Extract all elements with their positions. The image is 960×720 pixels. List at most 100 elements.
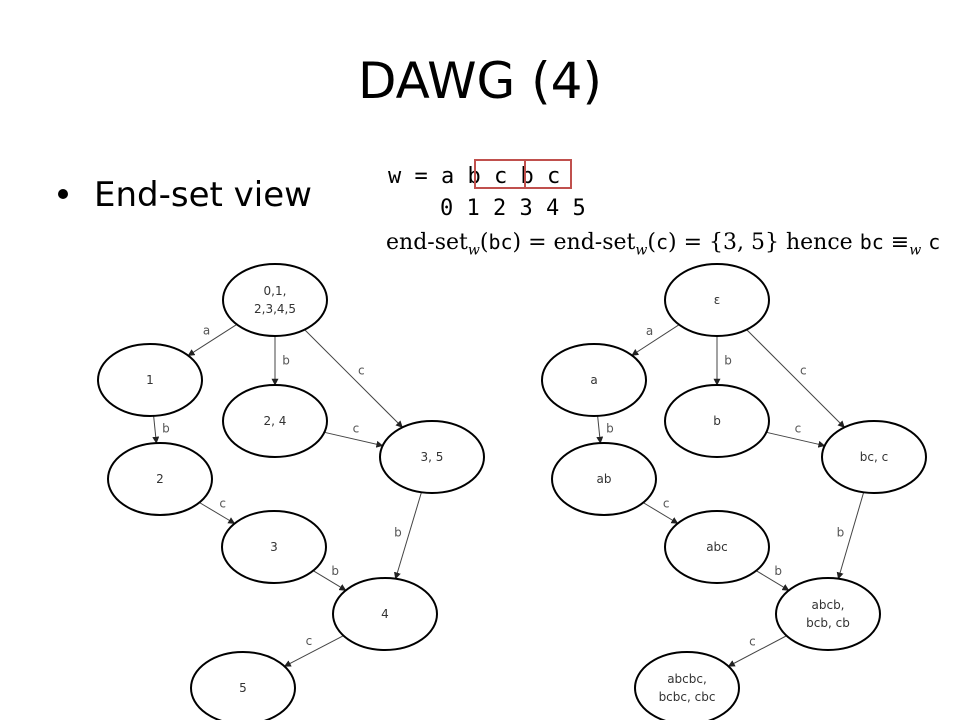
endset-edge-label-L3-L4: b (331, 564, 339, 578)
endset-edge-L35-L4 (394, 492, 422, 580)
substring-node-R3: bc, c (821, 420, 927, 494)
substring-node-label: b (713, 414, 721, 428)
substring-edge-R0-R1 (631, 324, 680, 356)
substring-edge-R2-R3 (766, 431, 826, 448)
substring-edge-R4-R5 (642, 502, 679, 524)
substring-edge-R5-R6 (755, 570, 790, 591)
endset-node-shape (332, 577, 438, 651)
endset-node-shape (190, 651, 296, 720)
endset-node-shape (222, 384, 328, 458)
endset-node-L0: 0,1, 2,3,4,5 (222, 263, 328, 337)
eq-result: ) = {3, 5} hence (668, 230, 860, 255)
substring-edge-label-R4-R5: c (663, 497, 670, 511)
endset-edge-label-L1-L2: b (162, 421, 170, 435)
endset-node-label: 5 (239, 681, 247, 695)
endset-node-label: 3 (270, 540, 278, 554)
eq-arg-bc: bc (488, 230, 513, 254)
substring-node-R4: ab (551, 442, 657, 516)
endset-node-shape (379, 420, 485, 494)
endset-edge-L1-L2 (152, 415, 160, 444)
endset-node-label: 0,1, (264, 284, 287, 298)
substring-edge-label-R6-R7: c (749, 634, 756, 648)
endset-edge-label-L24-L35: c (353, 421, 360, 435)
endset-equation: end-setw(bc) = end-setw(c) = {3, 5} henc… (386, 230, 941, 259)
substring-edge-label-R0-R3: c (800, 364, 807, 378)
substring-node-shape (821, 420, 927, 494)
substring-node-shape (775, 577, 881, 651)
endset-edge-label-L0-L1: a (203, 324, 210, 338)
substring-node-shape (551, 442, 657, 516)
endset-node-shape (97, 343, 203, 417)
word-line: w = a b c b c (388, 159, 572, 189)
substring-edge-label-R0-R2: b (724, 354, 732, 368)
bullet-item: End-set view (58, 175, 312, 215)
eq-sub-1: w (467, 242, 480, 259)
endset-edge-L3-L4 (312, 570, 347, 591)
eq-endset-2: ) = end-set (512, 230, 636, 255)
substring-node-R1: a (541, 343, 647, 417)
eq-arg-bc-2: bc (859, 230, 884, 254)
substring-node-shape (664, 263, 770, 337)
endset-node-label: 4 (381, 607, 389, 621)
endset-edge-L2-L3 (199, 502, 236, 524)
endset-node-L2: 2 (107, 442, 213, 516)
endset-node-L35: 3, 5 (379, 420, 485, 494)
substring-node-R6: abcb, bcb, cb (775, 577, 881, 651)
endset-edge-label-L4-L5: c (306, 634, 313, 648)
substring-edge-R6-R7 (727, 635, 787, 667)
endset-node-L4: 4 (332, 577, 438, 651)
endset-node-label: 2,3,4,5 (254, 302, 296, 316)
endset-edge-label-L0-L35: c (358, 364, 365, 378)
endset-edge-label-L2-L3: c (219, 497, 226, 511)
substring-node-R2: b (664, 384, 770, 458)
word-indices: 0 1 2 3 4 5 (440, 196, 586, 221)
substring-node-shape (664, 384, 770, 458)
substring-node-R5: abc (664, 510, 770, 584)
endset-node-shape (222, 263, 328, 337)
endset-edge-L0-L35 (304, 329, 403, 428)
eq-endset-1: end-set (386, 230, 468, 255)
endset-node-label: 1 (146, 373, 154, 387)
substring-edge-R3-R6 (836, 492, 865, 580)
substring-node-label: bcb, cb (806, 616, 850, 630)
slide-title: DAWG (4) (358, 52, 602, 110)
eq-equiv: ≡ (883, 230, 910, 255)
substring-node-label: abc (706, 540, 728, 554)
substring-node-R7: abcbc,bcbc, cbc (634, 651, 740, 720)
substring-node-label: bcbc, cbc (659, 690, 716, 704)
endset-edge-L0-L1 (187, 324, 238, 356)
word-letters: a b c b c (440, 164, 561, 189)
substring-edge-R1-R4 (596, 415, 604, 444)
substring-node-label: a (590, 373, 597, 387)
bullet-text: End-set view (94, 175, 312, 215)
endset-node-label: 2, 4 (264, 414, 287, 428)
highlight-box-bc-2 (524, 159, 572, 189)
substring-node-label: bc, c (860, 450, 888, 464)
word-prefix: w = (388, 164, 441, 189)
substring-edge-label-R2-R3: c (795, 421, 802, 435)
substring-node-label: ab (597, 472, 612, 486)
substring-node-shape (664, 510, 770, 584)
substring-node-R0: ε (664, 263, 770, 337)
substring-node-label: abcb, (812, 598, 845, 612)
endset-node-L1: 1 (97, 343, 203, 417)
substring-node-shape (541, 343, 647, 417)
bullet-dot-icon (58, 188, 68, 199)
endset-edge-label-L0-L24: b (282, 354, 290, 368)
endset-node-L24: 2, 4 (222, 384, 328, 458)
endset-edge-L24-L35 (324, 431, 384, 448)
endset-edge-label-L35-L4: b (394, 525, 402, 539)
substring-edge-label-R0-R1: a (646, 324, 653, 338)
eq-arg-c-2: c (928, 230, 941, 254)
endset-node-label: 2 (156, 472, 164, 486)
endset-node-label: 3, 5 (421, 450, 444, 464)
endset-node-L3: 3 (221, 510, 327, 584)
substring-edge-label-R1-R4: b (606, 421, 614, 435)
endset-edge-L4-L5 (283, 635, 344, 667)
substring-edge-R0-R3 (746, 329, 845, 428)
eq-arg-c: c (655, 230, 669, 254)
substring-edge-label-R5-R6: b (774, 564, 782, 578)
substring-edge-label-R3-R6: b (837, 525, 845, 539)
eq-sub-2: w (635, 242, 648, 259)
